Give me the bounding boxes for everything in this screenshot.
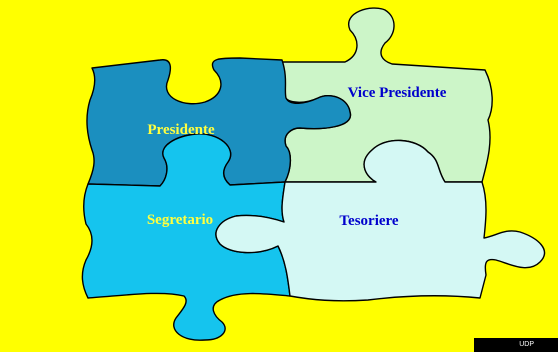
piece-tesoriere: [215, 139, 546, 302]
label-presidente: Presidente: [147, 122, 215, 138]
label-vice-presidente: Vice Presidente: [348, 85, 447, 101]
footer-tag: UDP: [474, 338, 558, 352]
label-segretario: Segretario: [147, 212, 213, 228]
label-tesoriere: Tesoriere: [339, 213, 398, 229]
